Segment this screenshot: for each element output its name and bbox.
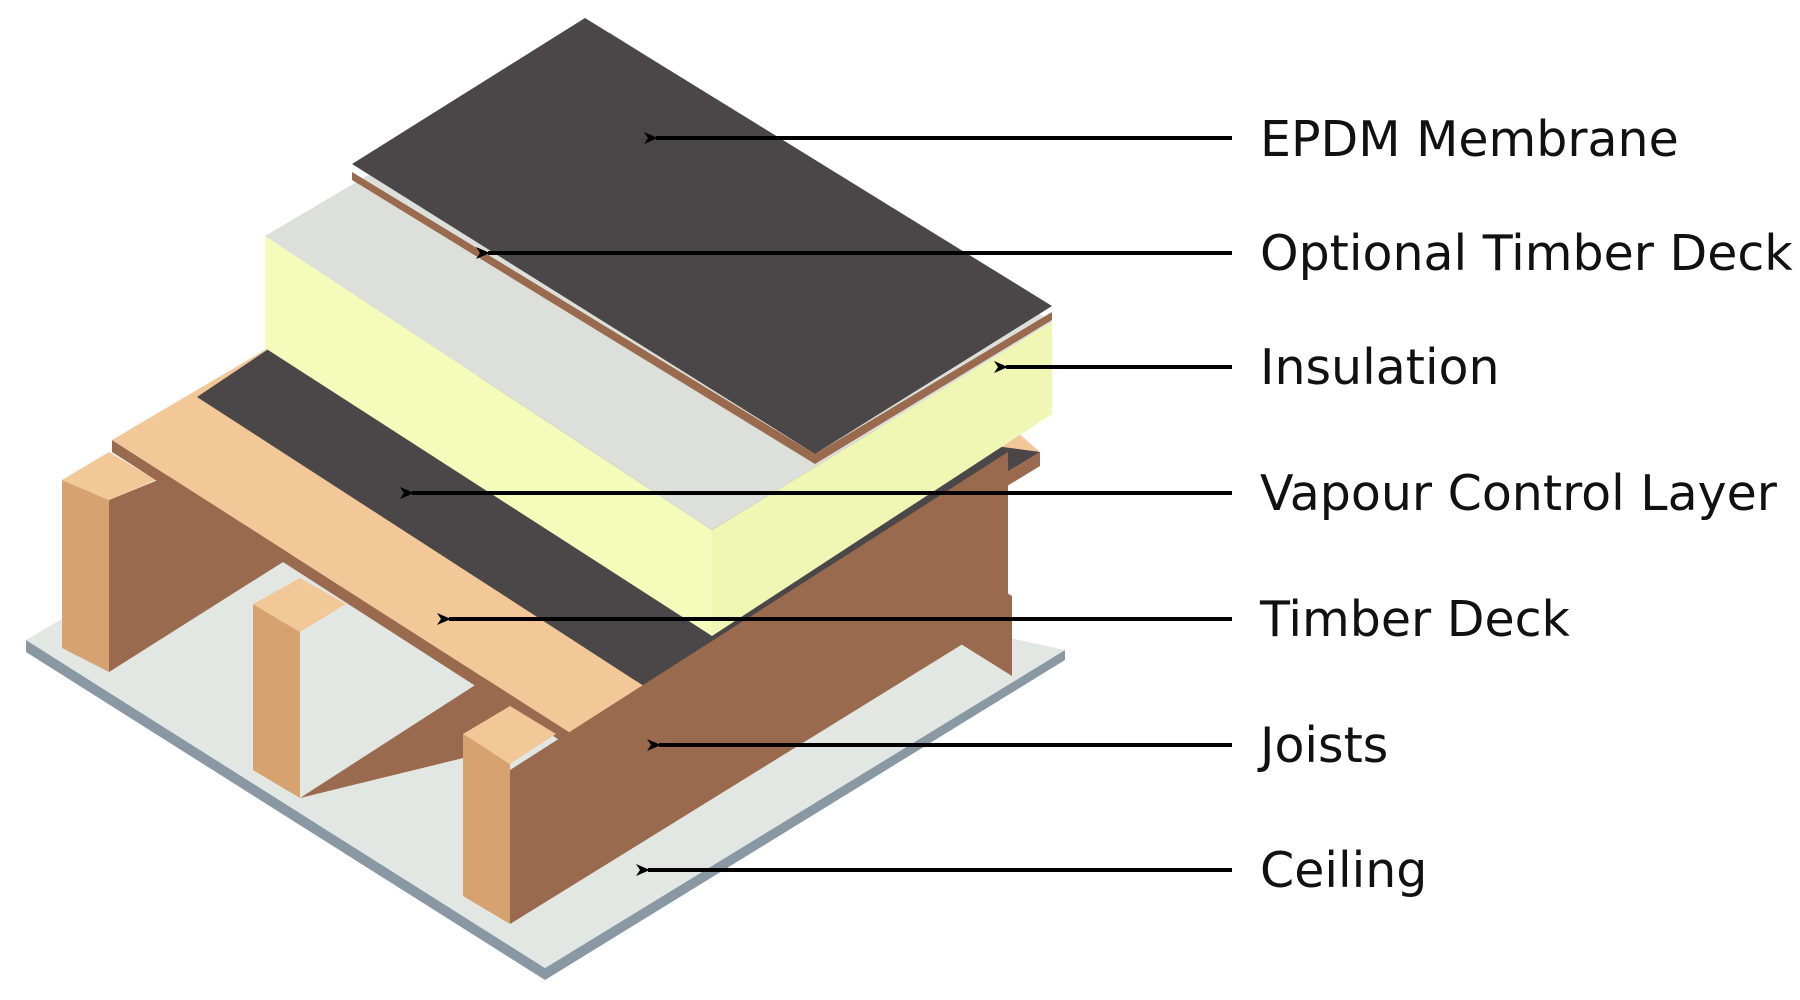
label-timber-deck: Timber Deck [1259, 591, 1571, 648]
epdm-membrane [352, 18, 1052, 454]
label-ceiling: Ceiling [1260, 842, 1427, 899]
labels: EPDM Membrane Optional Timber Deck Insul… [1257, 111, 1793, 899]
joist-front [463, 452, 1008, 924]
label-epdm: EPDM Membrane [1260, 111, 1679, 168]
leader-lines [400, 132, 1232, 876]
label-optional-deck: Optional Timber Deck [1260, 225, 1793, 282]
label-vcl: Vapour Control Layer [1260, 465, 1778, 522]
label-joists: Joists [1257, 717, 1388, 774]
label-insulation: Insulation [1260, 339, 1500, 396]
